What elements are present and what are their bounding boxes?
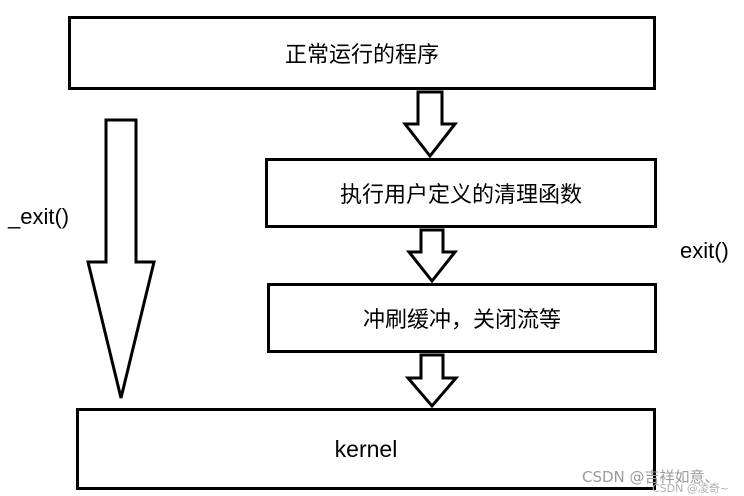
node-flush-buffers: 冲刷缓冲，关闭流等 xyxy=(267,283,657,353)
label-exit: exit() xyxy=(680,238,729,263)
node-cleanup-label: 执行用户定义的清理函数 xyxy=(339,183,582,208)
exit-direct-arrow xyxy=(86,118,156,399)
node-normal-label: 正常运行的程序 xyxy=(284,43,439,68)
node-normal-program: 正常运行的程序 xyxy=(68,16,656,90)
node-cleanup-functions: 执行用户定义的清理函数 xyxy=(265,158,657,228)
watermark-secondary: CSDN @凌奇~ xyxy=(652,482,730,495)
arrow-cleanup-to-flush xyxy=(405,228,459,284)
label-underscore-exit: _exit() xyxy=(8,204,70,229)
arrow-flush-to-kernel xyxy=(404,353,460,409)
node-kernel-label: kernel xyxy=(334,435,398,462)
node-flush-label: 冲刷缓冲，关闭流等 xyxy=(362,308,561,333)
node-kernel: kernel xyxy=(76,408,656,490)
watermark-main: CSDN @吉祥如意、 xyxy=(582,468,720,486)
arrow-normal-to-cleanup xyxy=(401,90,459,159)
